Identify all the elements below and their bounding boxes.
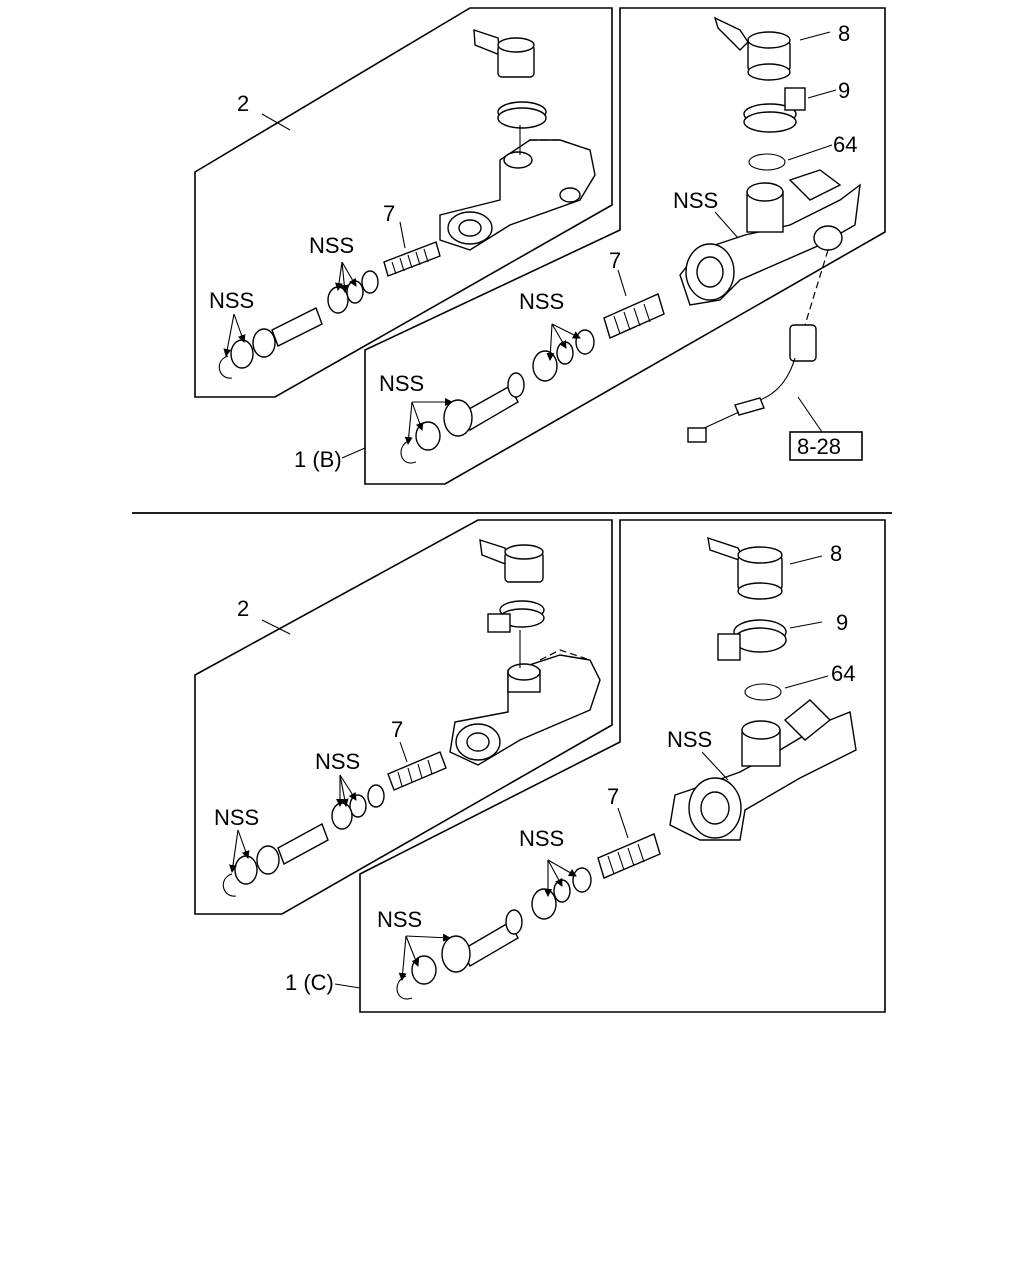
cylinder-2-top: [439, 139, 596, 251]
panel-1b: [364, 7, 886, 485]
bottom-diagram: [194, 519, 886, 1013]
label-nss-top-left-1: NSS: [309, 233, 354, 258]
cylinder-1c: [669, 699, 857, 841]
label-nss-bottom-left-1: NSS: [315, 749, 360, 774]
ref-box-8-28: [789, 431, 863, 461]
label-nss-top-right-3: NSS: [379, 371, 424, 396]
label-ref-8-28: 8-28: [797, 434, 841, 459]
label-part-7-top-left: 7: [383, 201, 395, 226]
panel-2-bottom: [194, 519, 613, 915]
label-part-2-top: 2: [237, 91, 249, 116]
label-nss-bottom-left-2: NSS: [214, 805, 259, 830]
reservoir-cap-2-top: [473, 29, 547, 155]
piston-kit-2-bottom: [222, 751, 447, 897]
sensor-switch: [687, 249, 829, 443]
label-part-64-top: 64: [833, 132, 857, 157]
label-part-2-bottom: 2: [237, 596, 249, 621]
label-nss-top-right-1: NSS: [673, 188, 718, 213]
label-nss-top-right-2: NSS: [519, 289, 564, 314]
label-nss-bottom-right-1: NSS: [667, 727, 712, 752]
label-part-7-top-right: 7: [609, 248, 621, 273]
cylinder-2-bottom: [449, 649, 601, 766]
label-assembly-1b: 1 (B): [294, 447, 342, 472]
label-part-8-top: 8: [838, 21, 850, 46]
label-nss-top-left-2: NSS: [209, 288, 254, 313]
label-nss-bottom-right-2: NSS: [519, 826, 564, 851]
cylinder-1b: [679, 169, 861, 306]
reservoir-cap-1b: [713, 16, 806, 171]
piston-kit-2-top: [218, 241, 441, 379]
label-part-8-bottom: 8: [830, 541, 842, 566]
top-diagram: [194, 7, 886, 485]
label-part-9-top: 9: [838, 78, 850, 103]
label-nss-bottom-right-3: NSS: [377, 907, 422, 932]
label-part-64-bottom: 64: [831, 661, 855, 686]
panel-2-top: [194, 7, 613, 398]
label-assembly-1c: 1 (C): [285, 970, 334, 995]
label-part-7-bottom-left: 7: [391, 717, 403, 742]
label-part-9-bottom: 9: [836, 610, 848, 635]
label-part-7-bottom-right: 7: [607, 784, 619, 809]
reservoir-cap-1c: [707, 536, 787, 701]
reservoir-cap-2-bottom: [479, 538, 545, 668]
piston-kit-1b: [400, 293, 665, 464]
panel-1c: [359, 519, 886, 1013]
piston-kit-1c: [396, 833, 661, 1000]
